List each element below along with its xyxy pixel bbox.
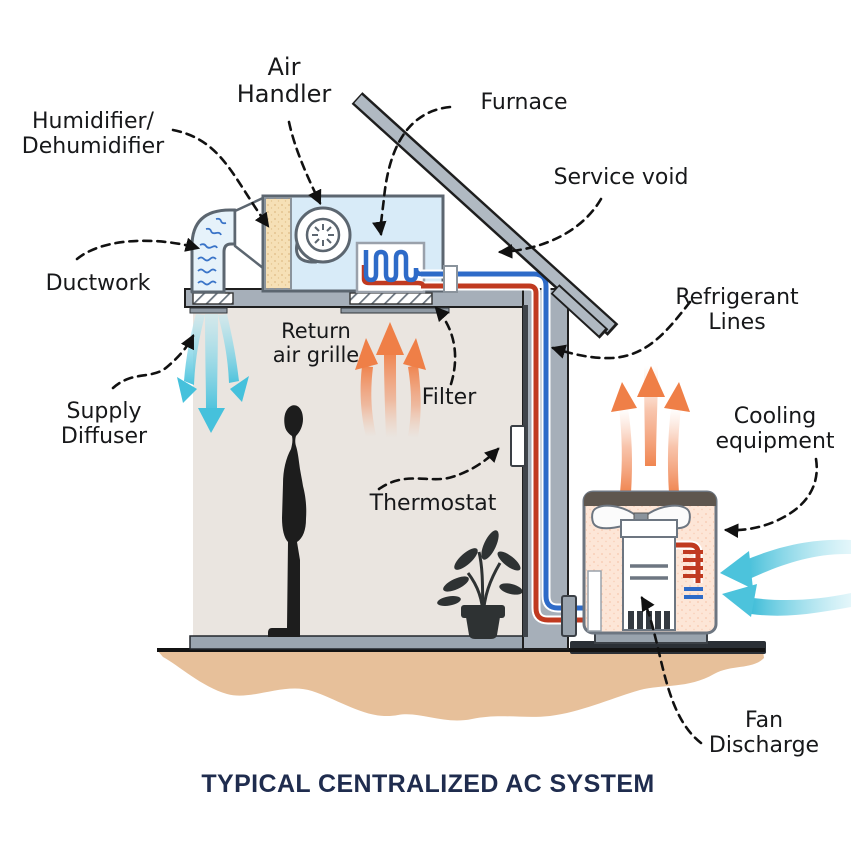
leader-air-handler	[287, 120, 322, 205]
leader-humidifier	[171, 128, 270, 228]
label-ductwork: Ductwork	[45, 271, 151, 296]
label-return-air-grille: Return air grille	[272, 319, 360, 367]
potted-plant	[437, 530, 523, 639]
roof-beam	[354, 94, 615, 333]
diagram-title: TYPICAL CENTRALIZED AC SYSTEM	[201, 770, 655, 798]
condenser-top-band	[584, 492, 716, 506]
wall-interior-edge	[523, 305, 528, 637]
return-arrow-head	[376, 322, 404, 355]
line-collar	[443, 265, 458, 293]
ground-line	[157, 648, 765, 652]
label-humidifier-dehumidifier: Humidifier/ Dehumidifier	[21, 109, 165, 160]
discharge-arrow-head	[611, 382, 637, 412]
roof-eave	[552, 286, 606, 336]
leader-thermostat	[377, 447, 500, 491]
label-thermostat: Thermostat	[369, 491, 497, 516]
discharge-arrow-head	[637, 366, 665, 397]
label-fan-discharge: Fan Discharge	[708, 708, 820, 759]
blower-fan-icon	[294, 206, 352, 264]
ground	[157, 641, 766, 721]
leader-ductwork	[75, 237, 201, 261]
leader-cooling-equipment	[723, 457, 819, 538]
wall-penetration-block	[561, 595, 577, 637]
label-service-void: Service void	[553, 165, 689, 190]
leader-service-void	[497, 197, 603, 259]
plant-pot-rim	[461, 605, 505, 618]
furnace-coil-blue	[363, 249, 423, 283]
cooling-equipment-unit	[582, 490, 718, 644]
thermostat-device	[510, 425, 526, 467]
label-cooling-equipment: Cooling equipment	[715, 404, 835, 455]
person-silhouette	[268, 405, 307, 637]
leader-supply-diffuser	[111, 334, 195, 390]
return-grille-hatch	[349, 292, 433, 305]
return-air-arrows	[355, 322, 426, 438]
return-arrow-head	[403, 338, 426, 370]
supply-arrow-head	[177, 377, 197, 403]
plant-pot	[466, 617, 500, 639]
ceiling-slab	[184, 288, 569, 314]
ductwork-elbow	[190, 208, 237, 294]
supply-grille-hatch	[192, 292, 234, 305]
leader-fan-discharge	[640, 596, 703, 745]
duct-collar	[233, 196, 265, 271]
label-supply-diffuser: Supply Diffuser	[60, 399, 148, 450]
intake-arrow-head	[722, 584, 757, 617]
label-refrigerant-lines: Refrigerant Lines	[675, 285, 799, 336]
condenser-coils	[674, 540, 703, 599]
supply-air-streams	[177, 314, 249, 433]
compressor-vents	[628, 611, 670, 629]
roof	[351, 92, 619, 339]
discharge-arrow-head	[664, 382, 690, 412]
leader-furnace	[372, 105, 452, 237]
condenser-side-tube	[587, 570, 602, 632]
supply-arrow-head	[198, 408, 225, 433]
supply-arrow-head	[230, 376, 249, 402]
label-filter: Filter	[421, 385, 477, 410]
supply-diffuser-plate	[189, 307, 228, 314]
label-furnace: Furnace	[480, 90, 568, 115]
furnace-coil-red	[361, 265, 426, 287]
leader-filter	[434, 306, 457, 386]
duct-airflow-squiggles	[197, 217, 227, 286]
leader-arrows	[75, 105, 819, 745]
return-grille-plate	[340, 307, 450, 314]
label-air-handler: Air Handler	[236, 53, 332, 109]
return-arrow-head	[355, 338, 378, 370]
leader-refrigerant-lines	[550, 300, 692, 360]
humidifier-slab	[264, 197, 292, 290]
intake-air-arrows	[720, 539, 851, 617]
intake-arrow-head	[720, 551, 753, 589]
fan-discharge-arrows	[611, 366, 690, 493]
